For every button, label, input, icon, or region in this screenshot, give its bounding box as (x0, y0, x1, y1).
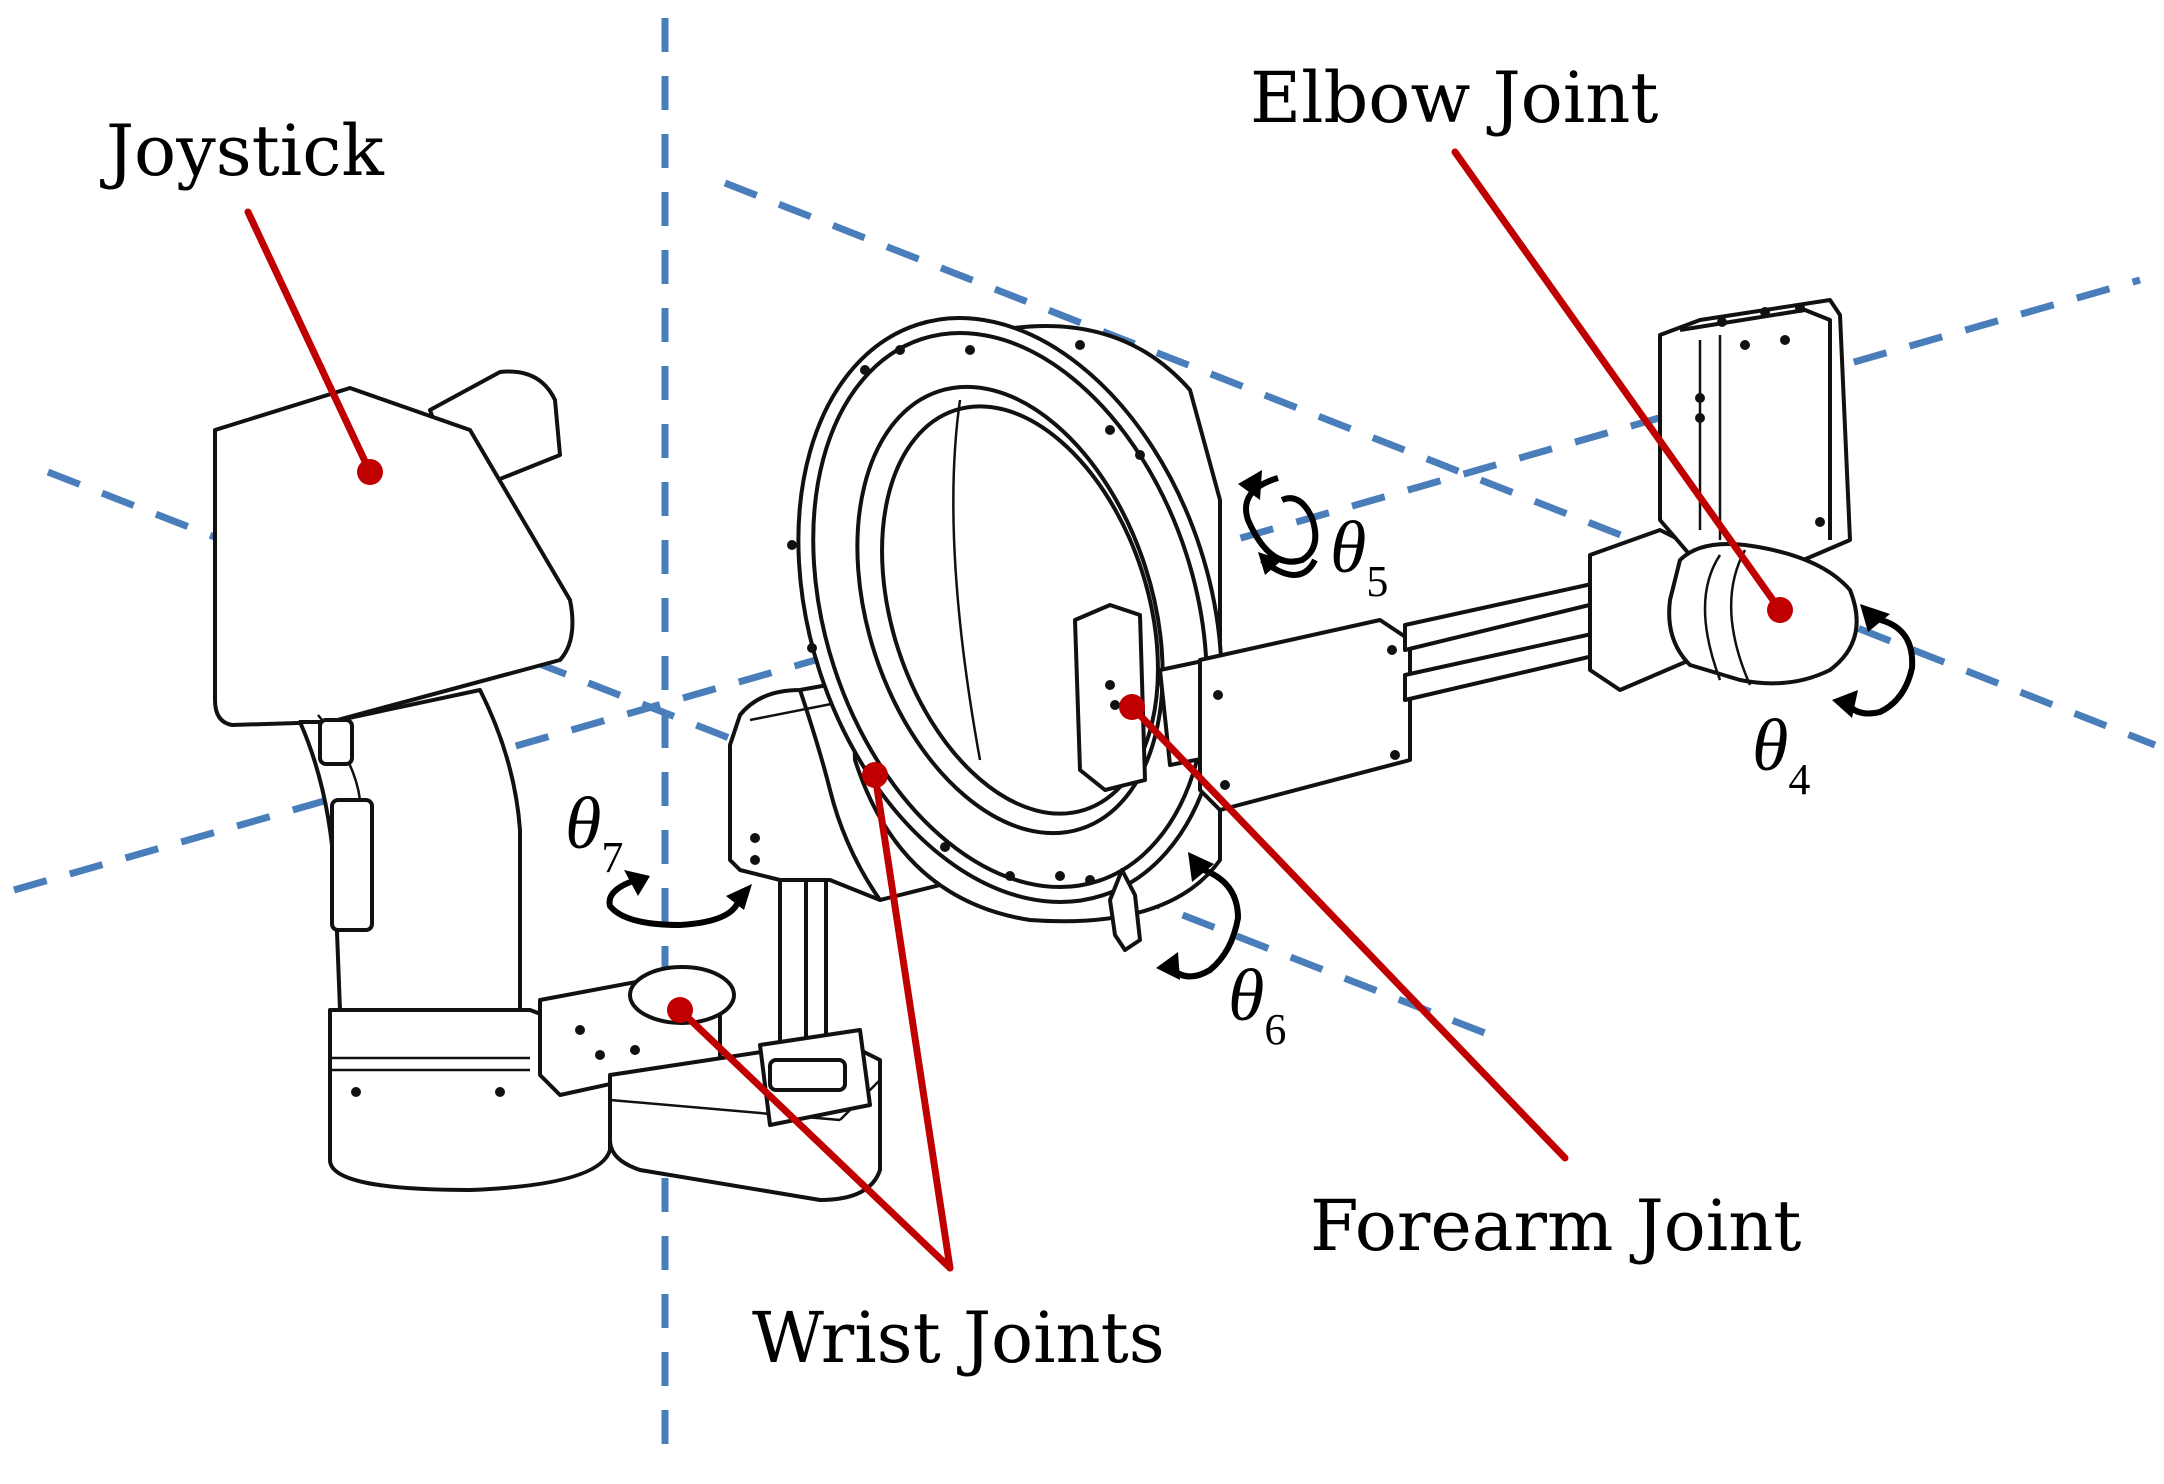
angle-theta6: θ6 (1228, 955, 1286, 1054)
wrist-leader-upper-dot (862, 762, 888, 788)
wrist-leader-lower (676, 1006, 954, 1272)
label-wrist-joints: Wrist Joints (752, 1297, 1165, 1379)
leader-lines (244, 148, 1793, 1272)
rotation-arrows (606, 470, 1916, 980)
theta7-rotation-arrow (606, 870, 752, 929)
text-labels: Joystick Elbow Joint Forearm Joint Wrist… (100, 57, 1810, 1379)
label-forearm-joint: Forearm Joint (1310, 1185, 1801, 1267)
wrist-post (758, 878, 872, 1127)
elbow-leader (1451, 148, 1784, 614)
axis-elbow (723, 179, 2157, 749)
angle-theta7: θ7 (565, 783, 623, 882)
theta5-rotation-arrow (1238, 470, 1319, 578)
elbow-joint-body (1658, 298, 1859, 686)
label-joystick: Joystick (100, 110, 384, 192)
angle-theta4: θ4 (1752, 705, 1810, 804)
joystick-leader (244, 208, 374, 476)
joystick-leader-dot (357, 459, 383, 485)
forearm-leader-dot (1119, 694, 1145, 720)
theta4-rotation-arrow (1832, 604, 1916, 718)
label-elbow-joint: Elbow Joint (1250, 57, 1658, 139)
wrist-leader-lower-dot (667, 997, 693, 1023)
theta6-rotation-arrow (1156, 852, 1242, 980)
elbow-leader-dot (1767, 597, 1793, 623)
joystick-handle (213, 369, 612, 1192)
forearm-leader (1128, 703, 1569, 1162)
forearm-carriage (1073, 603, 1412, 952)
connecting-rods (1403, 528, 1692, 702)
wrist-leader-upper (871, 771, 954, 1272)
mechanism-drawing (213, 298, 1859, 1202)
angle-theta5: θ5 (1330, 507, 1388, 606)
